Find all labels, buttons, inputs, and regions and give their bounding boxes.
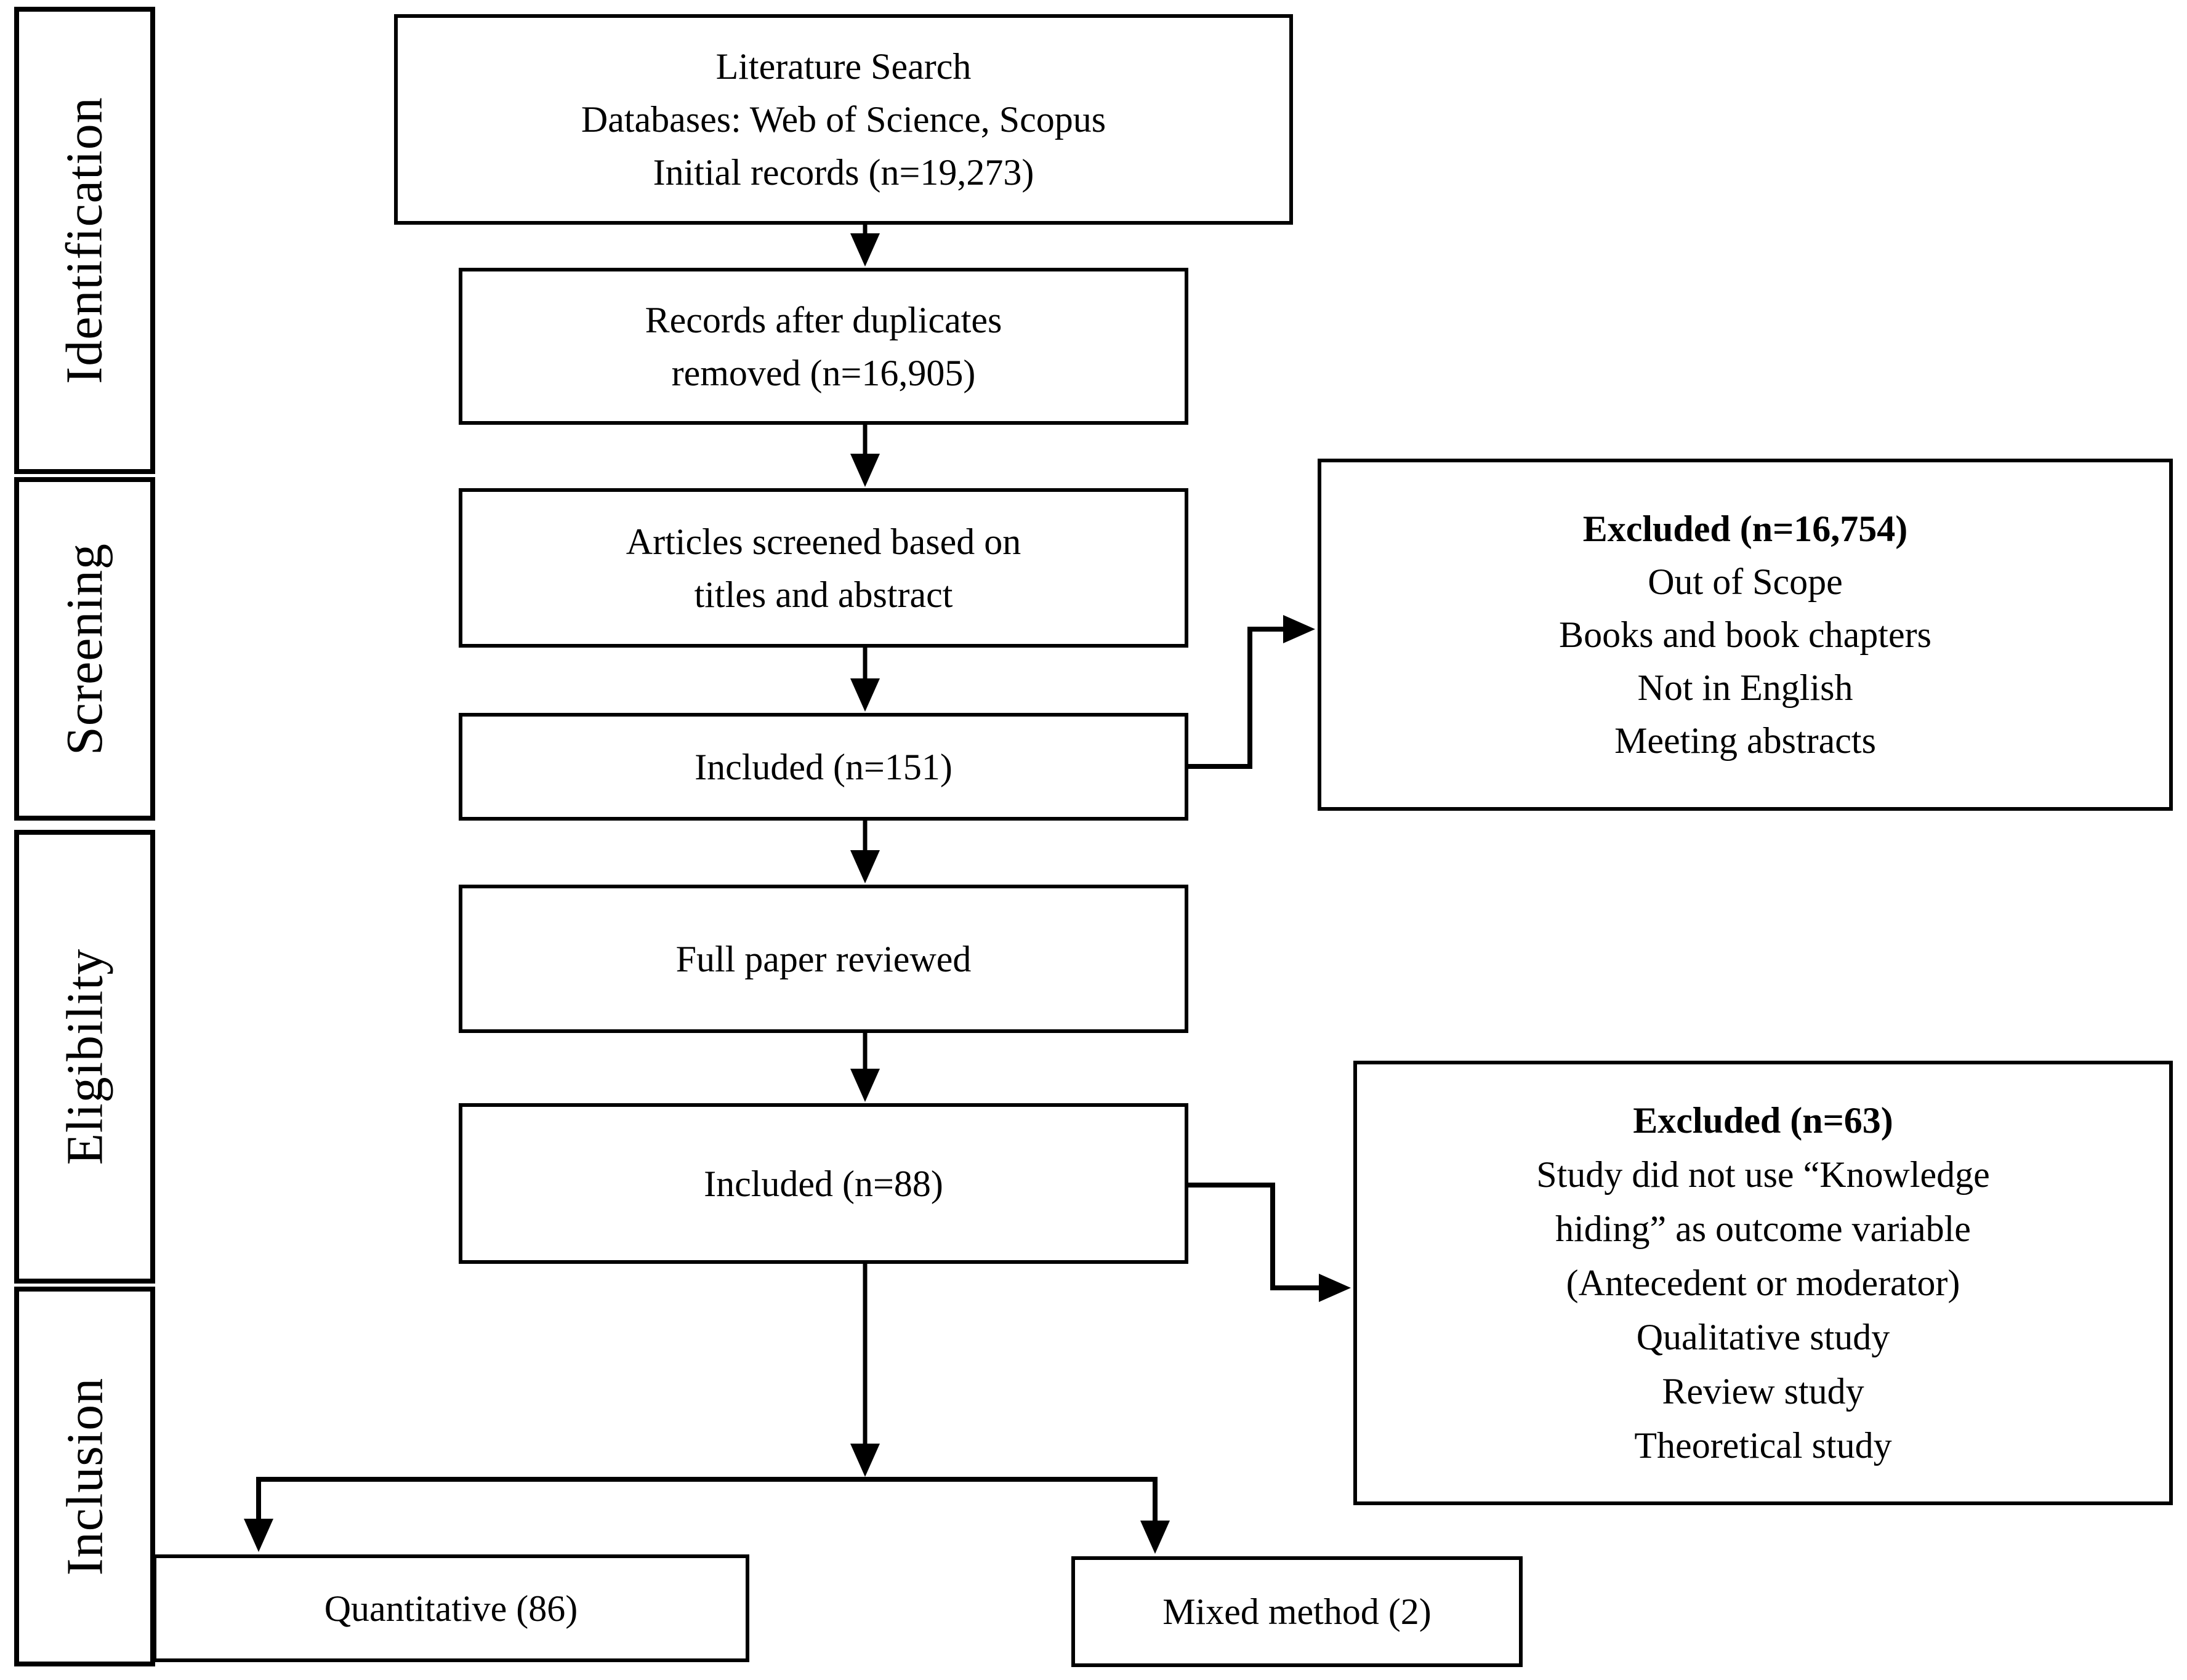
included-eligibility-label: Included (n=88)	[704, 1163, 943, 1204]
included-screening-label: Included (n=151)	[695, 746, 953, 787]
excluded-screening-reason: Out of Scope	[1648, 561, 1843, 602]
stage-box-screening: Screening	[14, 477, 155, 821]
stage-label-identification: Identification	[56, 97, 114, 384]
duplicates-removed-line: Records after duplicates	[645, 299, 1002, 340]
mixed-method-label: Mixed method (2)	[1162, 1591, 1432, 1632]
literature-search-initial-records: Initial records (n=19,273)	[653, 152, 1034, 193]
excluded-screening-title: Excluded (n=16,754)	[1582, 508, 1908, 549]
arrow-included151-to-excluded	[1188, 615, 1315, 769]
arrow-branch-to-mixed-method	[1140, 1477, 1170, 1554]
arrow-duplicates-to-screened	[850, 425, 880, 487]
stage-label-screening: Screening	[56, 542, 114, 755]
stage-label-inclusion: Inclusion	[56, 1377, 113, 1576]
excluded-screening-reason: Books and book chapters	[1559, 614, 1931, 655]
excluded-eligibility-reason: Theoretical study	[1634, 1425, 1892, 1466]
articles-screened-line: Articles screened based on	[626, 521, 1021, 562]
excluded-screening-reason: Meeting abstracts	[1614, 720, 1876, 761]
excluded-eligibility-reason: hiding” as outcome variable	[1555, 1208, 1971, 1249]
stage-label-eligibility: Eligibility	[56, 948, 113, 1165]
arrow-screened-to-included151	[850, 648, 880, 712]
included-screening-box: Included (n=151)	[459, 713, 1188, 821]
arrow-included151-to-fullpaper	[850, 821, 880, 883]
articles-screened-box: Articles screened based on titles and ab…	[459, 488, 1188, 648]
included-eligibility-box: Included (n=88)	[459, 1103, 1188, 1264]
literature-search-title: Literature Search	[715, 46, 972, 87]
arrow-included88-to-branch	[850, 1264, 880, 1477]
arrow-search-to-duplicates	[850, 225, 880, 267]
literature-search-box: Literature Search Databases: Web of Scie…	[394, 14, 1293, 225]
quantitative-box: Quantitative (86)	[153, 1554, 749, 1662]
arrow-included88-to-excluded	[1188, 1183, 1351, 1302]
arrow-fullpaper-to-included88	[850, 1033, 880, 1102]
excluded-eligibility-reason: Study did not use “Knowledge	[1536, 1154, 1990, 1195]
excluded-screening-box: Excluded (n=16,754) Out of Scope Books a…	[1318, 459, 2173, 811]
arrow-branch-to-quantitative	[244, 1477, 273, 1552]
duplicates-removed-count: removed (n=16,905)	[671, 352, 976, 393]
duplicates-removed-box: Records after duplicates removed (n=16,9…	[459, 268, 1188, 425]
excluded-eligibility-reason: (Antecedent or moderator)	[1566, 1263, 1960, 1303]
excluded-eligibility-box: Excluded (n=63) Study did not use “Knowl…	[1353, 1061, 2173, 1505]
excluded-eligibility-title: Excluded (n=63)	[1633, 1100, 1893, 1141]
full-paper-reviewed-label: Full paper reviewed	[675, 938, 972, 979]
mixed-method-box: Mixed method (2)	[1071, 1556, 1523, 1667]
excluded-screening-reason: Not in English	[1637, 667, 1853, 708]
stage-box-inclusion: Inclusion	[14, 1287, 155, 1666]
stage-box-eligibility: Eligibility	[14, 830, 155, 1284]
articles-screened-line2: titles and abstract	[694, 574, 953, 615]
excluded-eligibility-reason: Qualitative study	[1636, 1317, 1890, 1357]
stage-box-identification: Identification	[14, 7, 155, 474]
literature-search-databases: Databases: Web of Science, Scopus	[581, 99, 1106, 140]
full-paper-reviewed-box: Full paper reviewed	[459, 885, 1188, 1033]
excluded-eligibility-reason: Review study	[1662, 1371, 1864, 1412]
quantitative-label: Quantitative (86)	[324, 1588, 578, 1629]
